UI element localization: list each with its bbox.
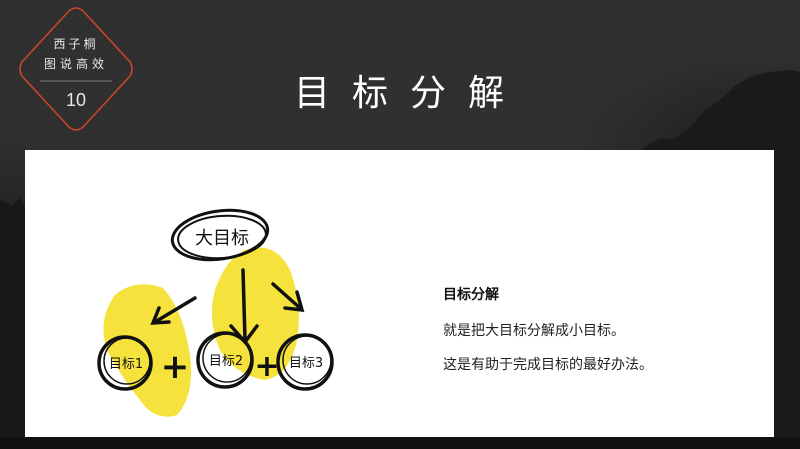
series-badge: 西子桐 图说高效 10 [14,2,138,136]
badge-author: 西子桐 [53,37,99,51]
content-card: 大目标 目标1 + 目标2 + 目标3 目标 [25,150,774,437]
page-title: 目标分解 [293,73,526,114]
sub-goal-node-1: 目标1 [97,335,153,391]
explanation-line: 这是有助于完成目标的最好办法。 [443,357,653,373]
plus-icon: + [161,347,190,387]
badge-series-name: 图说高效 [43,57,108,71]
main-goal-node: 大目标 [170,208,270,262]
explanation-heading: 目标分解 [443,287,499,303]
sub-goal-node-2: 目标2 [196,331,254,389]
arrow-icons [150,268,305,345]
svg-text:目标1: 目标1 [109,357,143,372]
sub-goal-node-3: 目标3 [276,333,334,391]
svg-text:大目标: 大目标 [195,228,249,249]
goal-breakdown-diagram: 大目标 目标1 + 目标2 + 目标3 [97,208,334,417]
plus-icon: + [254,349,279,384]
diamond-frame-icon [19,7,133,131]
badge-episode-number: 10 [65,90,87,110]
explanation-line: 就是把大目标分解成小目标。 [443,323,625,339]
explanation-text: 目标分解 就是把大目标分解成小目标。 这是有助于完成目标的最好办法。 [443,284,653,388]
svg-text:目标3: 目标3 [289,356,323,371]
svg-text:目标2: 目标2 [209,354,243,369]
highlight-blob-right [211,247,299,380]
